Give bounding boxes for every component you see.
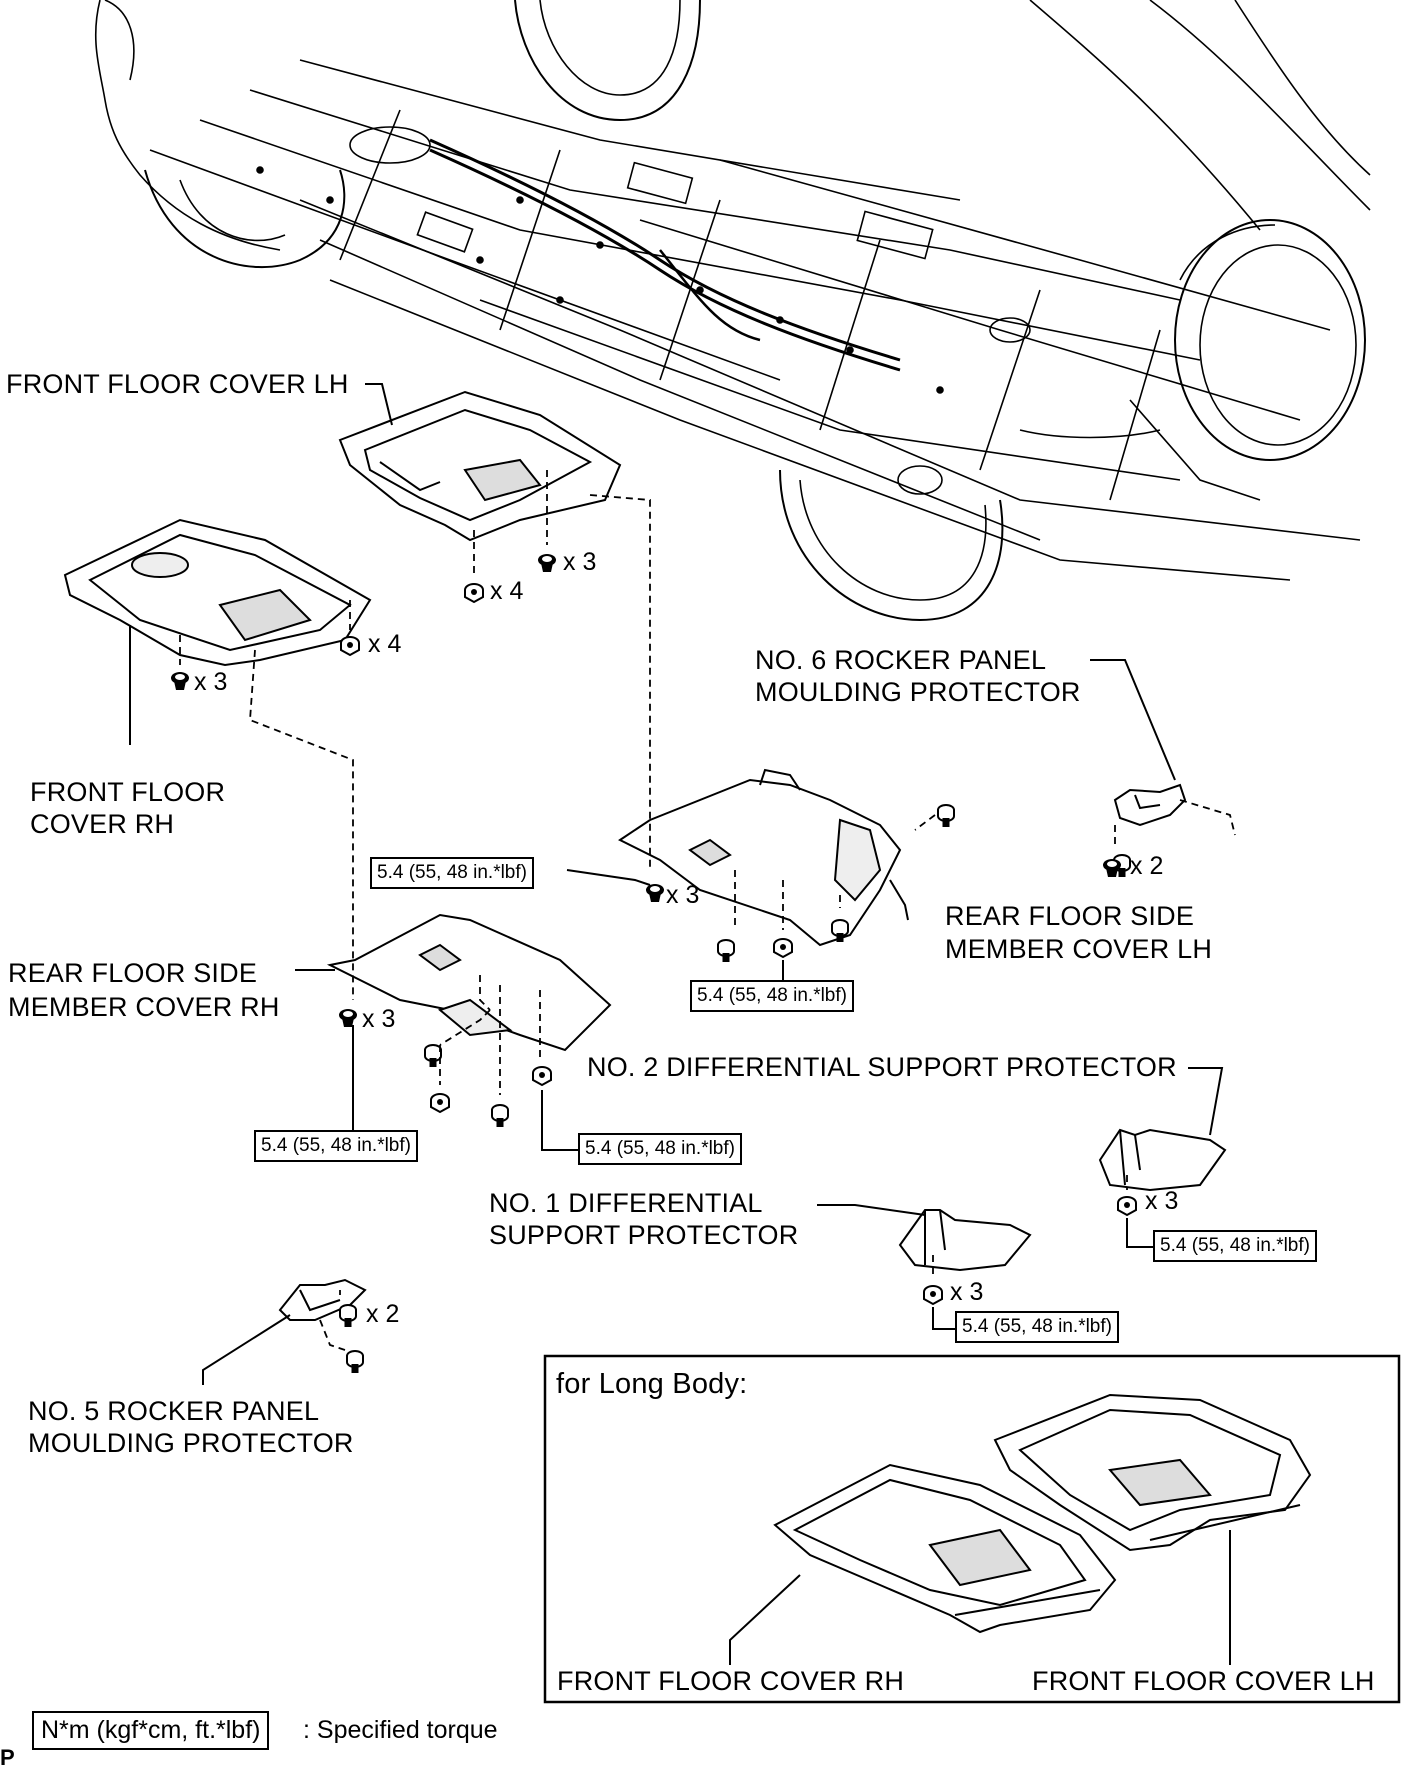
label-front-floor-cover-rh-line1: FRONT FLOOR xyxy=(30,777,226,807)
torque-unit-legend-box: N*m (kgf*cm, ft.*lbf) xyxy=(32,1711,270,1750)
assembly-lines xyxy=(179,470,1236,1351)
label-no5-rocker-line1: NO. 5 ROCKER PANEL xyxy=(28,1396,320,1426)
long-body-title: for Long Body: xyxy=(556,1368,748,1400)
torque-no1: 5.4 (55, 48 in.*lbf) xyxy=(955,1311,1119,1343)
long-body-front-floor-cover-lh-part xyxy=(993,1393,1312,1552)
label-no1-differential-line1: NO. 1 DIFFERENTIAL xyxy=(489,1188,763,1218)
label-no6-rocker-line1: NO. 6 ROCKER PANEL xyxy=(755,645,1047,675)
label-rear-floor-rh-line2: MEMBER COVER RH xyxy=(8,992,280,1022)
torque-rear-rh-right: 5.4 (55, 48 in.*lbf) xyxy=(578,1133,742,1165)
long-body-frame xyxy=(543,1354,1401,1704)
qty-no2: x 3 xyxy=(1145,1187,1179,1215)
label-rear-floor-rh-line1: REAR FLOOR SIDE xyxy=(8,958,258,988)
torque-no2: 5.4 (55, 48 in.*lbf) xyxy=(1153,1230,1317,1262)
torque-rear-lh-lower: 5.4 (55, 48 in.*lbf) xyxy=(690,980,854,1012)
no1-differential-support-protector-part xyxy=(898,1209,1032,1272)
qty-no6: x 2 xyxy=(1130,852,1164,880)
qty-no5: x 2 xyxy=(366,1300,400,1328)
front-floor-cover-rh-part xyxy=(63,518,372,667)
qty-lh-clip: x 3 xyxy=(563,548,597,576)
qty-lh-bolt: x 4 xyxy=(490,577,524,605)
label-rear-floor-lh-line2: MEMBER COVER LH xyxy=(945,934,1213,964)
label-no1-differential-line2: SUPPORT PROTECTOR xyxy=(489,1220,799,1250)
long-body-lh-label: FRONT FLOOR COVER LH xyxy=(1032,1666,1375,1696)
label-rear-floor-lh-line1: REAR FLOOR SIDE xyxy=(945,901,1195,931)
no6-rocker-panel-protector-part xyxy=(1113,783,1187,827)
no2-differential-support-protector-part xyxy=(1098,1128,1227,1192)
qty-rear-lh: x 3 xyxy=(666,881,700,909)
corner-mark: P xyxy=(0,1745,15,1770)
long-body-front-floor-cover-rh-part xyxy=(773,1463,1117,1634)
label-no5-rocker-line2: MOULDING PROTECTOR xyxy=(28,1428,354,1458)
leader-lines xyxy=(129,383,1231,1665)
qty-rh-bolt: x 4 xyxy=(368,630,402,658)
label-front-floor-cover-lh: FRONT FLOOR COVER LH xyxy=(6,369,349,399)
qty-rh-clip: x 3 xyxy=(194,668,228,696)
vehicle-underbody-illustration xyxy=(94,0,1371,622)
label-no2-differential: NO. 2 DIFFERENTIAL SUPPORT PROTECTOR xyxy=(587,1052,1177,1082)
label-front-floor-cover-rh-line2: COVER RH xyxy=(30,809,175,839)
torque-rear-rh-left: 5.4 (55, 48 in.*lbf) xyxy=(254,1130,418,1162)
long-body-rh-label: FRONT FLOOR COVER RH xyxy=(557,1666,905,1696)
torque-unit-legend-text: : Specified torque xyxy=(303,1716,498,1744)
qty-rear-rh: x 3 xyxy=(362,1005,396,1033)
rear-floor-side-member-cover-lh-part xyxy=(618,768,902,947)
front-floor-cover-lh-part xyxy=(338,390,622,542)
no5-rocker-panel-protector-part xyxy=(278,1278,367,1321)
qty-no1: x 3 xyxy=(950,1278,984,1306)
torque-rear-lh-upper: 5.4 (55, 48 in.*lbf) xyxy=(370,857,534,889)
label-no6-rocker-line2: MOULDING PROTECTOR xyxy=(755,677,1081,707)
